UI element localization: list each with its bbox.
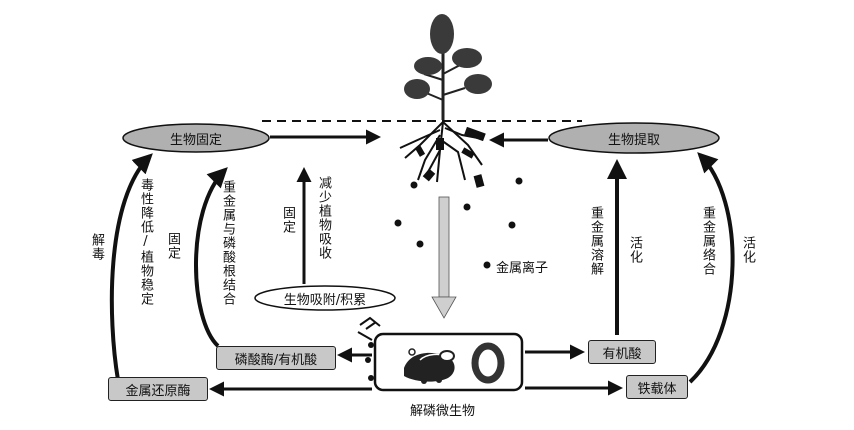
organic-acid-box: 有机酸 (588, 340, 656, 364)
bio-extraction-ellipse (548, 122, 720, 154)
phosphatase-organic-acid-box: 磷酸酶/有机酸 (216, 346, 336, 370)
reduce-uptake-label: 减少植物吸收 (316, 176, 331, 260)
fixation-label: 固定 (165, 232, 180, 260)
microbe-icon (404, 348, 455, 384)
plant-icon (404, 14, 492, 120)
activation2-label: 活化 (740, 236, 755, 264)
metal-ion-label: 金属离子 (496, 261, 549, 276)
metal-ion-dots (394, 177, 523, 269)
grey-down-arrow (431, 196, 457, 319)
psm-label: 解磷微生物 (410, 404, 476, 419)
bio-fixation-label: 生物固定 (169, 132, 222, 148)
heavy-metal-complex-label: 重金属络合 (700, 206, 715, 276)
arrow-reductase-to-fixation (109, 153, 153, 381)
fixation2-label: 固定 (280, 206, 295, 234)
detox-label: 解毒 (89, 233, 104, 261)
psm-side-dots (365, 342, 374, 381)
heavy-metal-phosphate-label: 重金属与磷酸根结合 (220, 180, 235, 306)
arrow-siderophore-to-extraction (688, 152, 735, 384)
bio-extraction-label: 生物提取 (607, 132, 660, 148)
arrow-phosphatase-to-fixation (194, 167, 228, 348)
ring-icon (471, 342, 505, 384)
toxicity-reduced-label: 毒性降低/植物稳定 (138, 178, 153, 306)
siderophore-box: 铁载体 (626, 375, 688, 399)
root-nodules (414, 126, 486, 188)
heavy-metal-dissolve-label: 重金属溶解 (588, 206, 603, 276)
bio-adsorption-label: 生物吸附/积累 (283, 292, 367, 308)
adsorption-connector (357, 316, 381, 341)
bio-adsorption-ellipse (254, 285, 396, 311)
bio-fixation-ellipse (122, 123, 270, 153)
activation-label: 活化 (627, 236, 642, 264)
metal-reductase-box: 金属还原酶 (108, 377, 208, 401)
